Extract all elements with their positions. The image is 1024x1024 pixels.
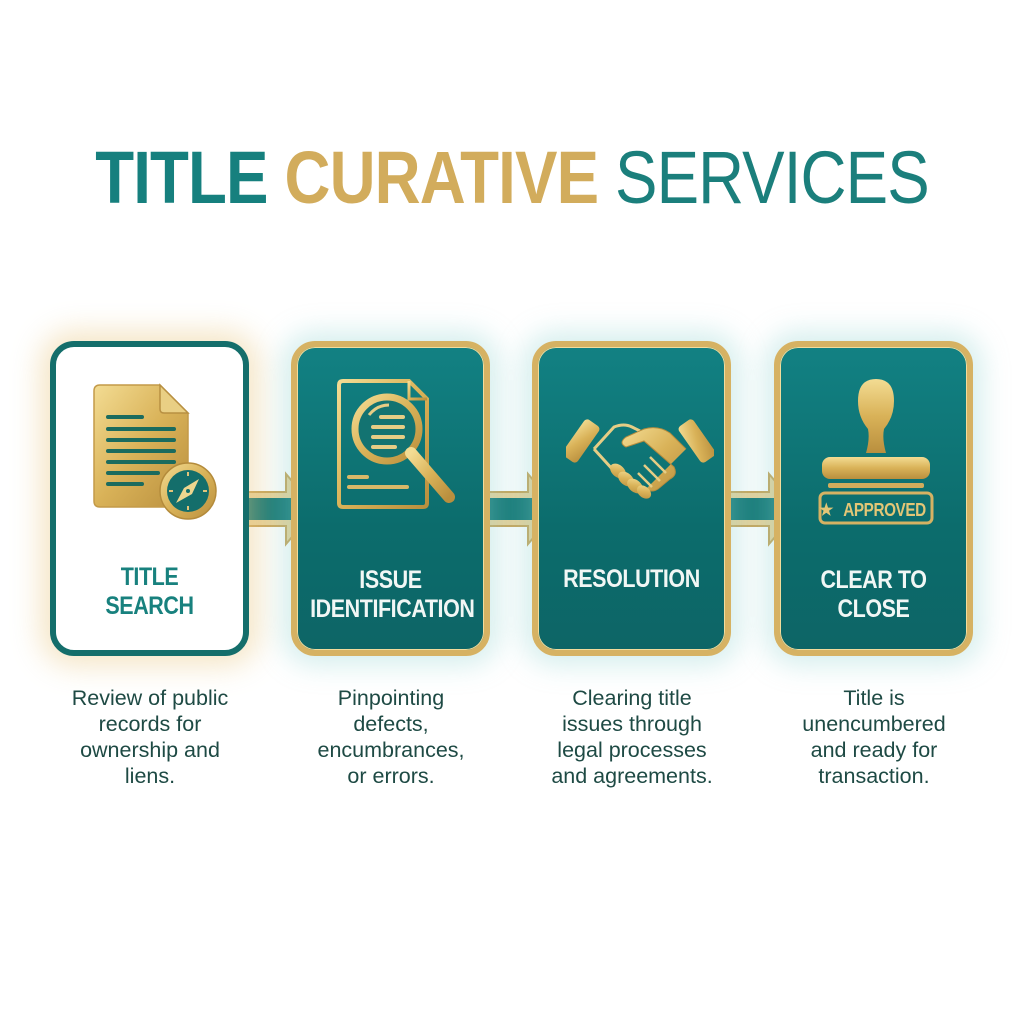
- document-magnifier-icon: [337, 379, 455, 509]
- page-title: TITLE CURATIVE SERVICES: [72, 138, 953, 218]
- title-word-title: TITLE: [95, 136, 268, 219]
- approved-stamp-icon: [818, 379, 934, 525]
- step-label: TITLE SEARCH: [105, 563, 194, 620]
- step-label: ISSUE IDENTIFICATION: [310, 566, 475, 623]
- title-word-curative: CURATIVE: [284, 136, 599, 219]
- step-description-title-search: Review of public records for ownership a…: [71, 686, 229, 788]
- handshake-icon: [566, 419, 714, 499]
- step-description-issue-identification: Pinpointing defects, encumbrances, or er…: [317, 686, 465, 788]
- step-label: CLEAR TO CLOSE: [820, 566, 927, 623]
- step-description-resolution: Clearing title issues through legal proc…: [551, 686, 713, 788]
- step-card-title-search: TITLE SEARCH: [50, 341, 249, 656]
- step-label: RESOLUTION: [563, 565, 700, 593]
- approved-stamp-label: ★ APPROVED: [819, 499, 926, 520]
- step-card-clear-to-close: ★ APPROVED CLEAR TO CLOSE: [774, 341, 973, 656]
- step-description-clear-to-close: Title is unencumbered and ready for tran…: [802, 686, 946, 788]
- star-icon: ★: [819, 502, 833, 519]
- title-word-services: SERVICES: [614, 136, 930, 219]
- step-card-resolution: RESOLUTION: [532, 341, 731, 656]
- document-compass-icon: [93, 383, 217, 520]
- step-card-issue-identification: ISSUE IDENTIFICATION: [291, 341, 490, 656]
